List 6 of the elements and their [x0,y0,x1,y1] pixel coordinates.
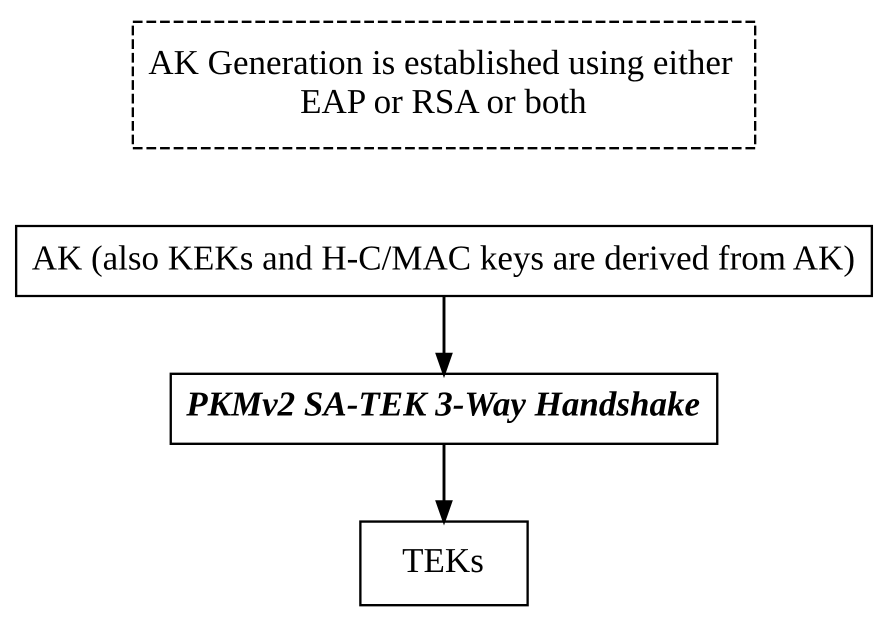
node-box: AK (also KEKs and H-C/MAC keys are derived from AK) [14,224,874,298]
node-box: AK Generation is established using either EAP or RSA or both [132,20,756,150]
arrow [435,296,453,378]
node-box: TEKs [359,520,529,606]
node-box: PKMv2 SA-TEK 3-Way Handshake [170,372,718,445]
arrow [435,444,453,526]
